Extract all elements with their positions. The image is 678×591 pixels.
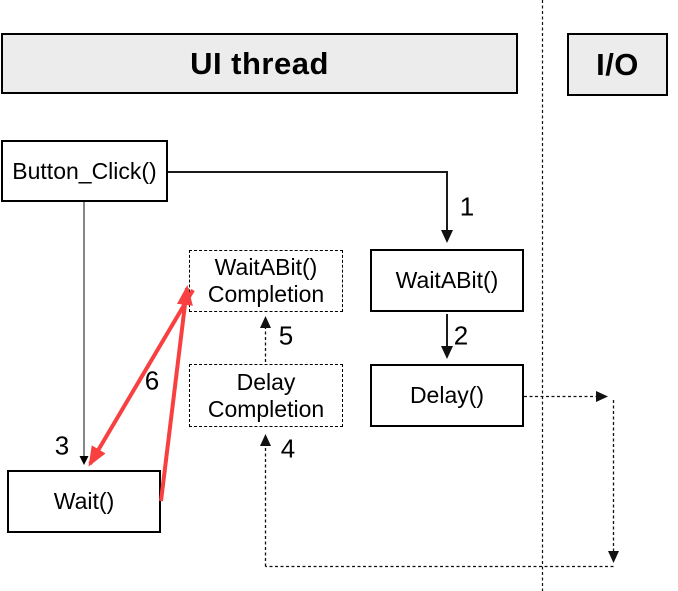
- node-delay-completion-line1: Delay: [236, 368, 296, 395]
- node-delay-label: Delay(): [409, 382, 485, 408]
- step-label-6: 6: [144, 365, 160, 396]
- step-label-1: 1: [459, 191, 475, 222]
- step-label-3: 3: [54, 430, 70, 461]
- step-label-5: 5: [278, 320, 294, 351]
- node-waitabit-completion-line2: Completion: [207, 281, 325, 307]
- node-waitabit-label: WaitABit(): [395, 267, 499, 293]
- lane-header-io: I/O: [567, 33, 668, 96]
- lane-header-io-label: I/O: [596, 46, 639, 82]
- node-button-click-label: Button_Click(): [12, 157, 157, 184]
- red-arrow-wait-to-completion: [159, 285, 193, 502]
- step-label-4: 4: [280, 433, 296, 464]
- node-waitabit: WaitABit(): [370, 249, 524, 312]
- arrow-1-buttonclick-to-waitabit: [168, 171, 453, 243]
- node-waitabit-completion-line1: WaitABit(): [214, 254, 318, 280]
- lane-header-ui-thread: UI thread: [1, 33, 518, 94]
- step-label-2: 2: [453, 320, 469, 351]
- node-waitabit-completion: WaitABit() Completion: [189, 250, 343, 312]
- node-delay-completion-line2: Completion: [207, 395, 325, 422]
- node-wait: Wait(): [7, 470, 161, 533]
- node-wait-label: Wait(): [53, 488, 115, 514]
- red-arrow-completion-to-wait: [88, 288, 195, 467]
- node-delay: Delay(): [370, 364, 524, 427]
- lane-header-ui-thread-label: UI thread: [190, 45, 329, 81]
- node-button-click: Button_Click(): [1, 140, 168, 202]
- node-delay-completion: Delay Completion: [189, 364, 343, 427]
